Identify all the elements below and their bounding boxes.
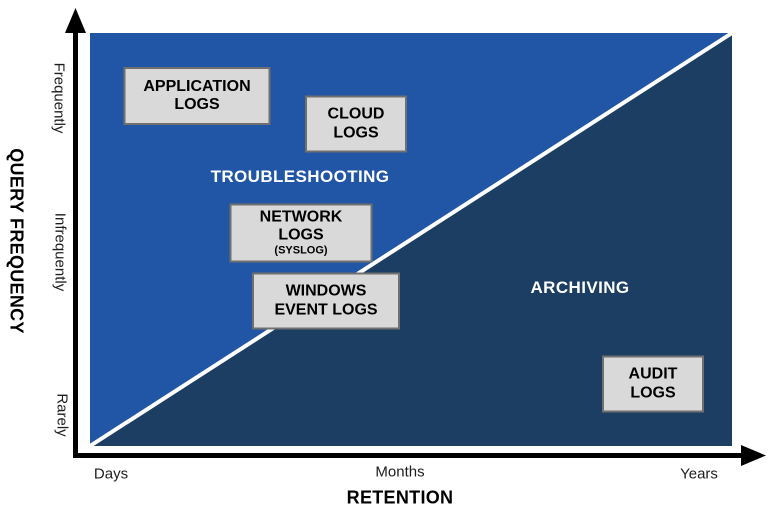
x-axis-title: RETENTION xyxy=(346,487,454,508)
x-tick-months: Months xyxy=(375,463,425,481)
windows-event-logs-label: WINDOWS EVENT LOGS xyxy=(274,282,378,318)
cloud-logs-label: CLOUD LOGS xyxy=(327,105,385,141)
application-logs-box: APPLICATION LOGS xyxy=(123,67,271,125)
troubleshooting-region-label: TROUBLESHOOTING xyxy=(210,167,390,186)
y-axis-title: QUERY FREQUENCY xyxy=(6,148,27,334)
y-tick-frequently: Frequently xyxy=(50,62,68,134)
y-axis-arrowhead-icon xyxy=(65,8,86,33)
network-logs-box: NETWORK LOGS (SYSLOG) xyxy=(229,203,373,263)
y-tick-rarely: Rarely xyxy=(53,393,71,437)
audit-logs-label: AUDIT LOGS xyxy=(628,365,678,401)
application-logs-label: APPLICATION LOGS xyxy=(143,77,251,113)
archiving-region-label: ARCHIVING xyxy=(530,278,630,297)
x-tick-days: Days xyxy=(93,465,129,483)
y-tick-infrequently: Infrequently xyxy=(51,212,69,292)
x-axis-arrowhead-icon xyxy=(741,445,766,466)
cloud-logs-box: CLOUD LOGS xyxy=(305,95,407,153)
network-logs-sublabel: (SYSLOG) xyxy=(274,244,328,257)
windows-event-logs-box: WINDOWS EVENT LOGS xyxy=(252,272,400,330)
audit-logs-box: AUDIT LOGS xyxy=(602,355,704,413)
x-tick-years: Years xyxy=(680,465,718,483)
network-logs-label: NETWORK LOGS xyxy=(259,208,343,244)
diagonal-divider-line xyxy=(88,31,734,448)
